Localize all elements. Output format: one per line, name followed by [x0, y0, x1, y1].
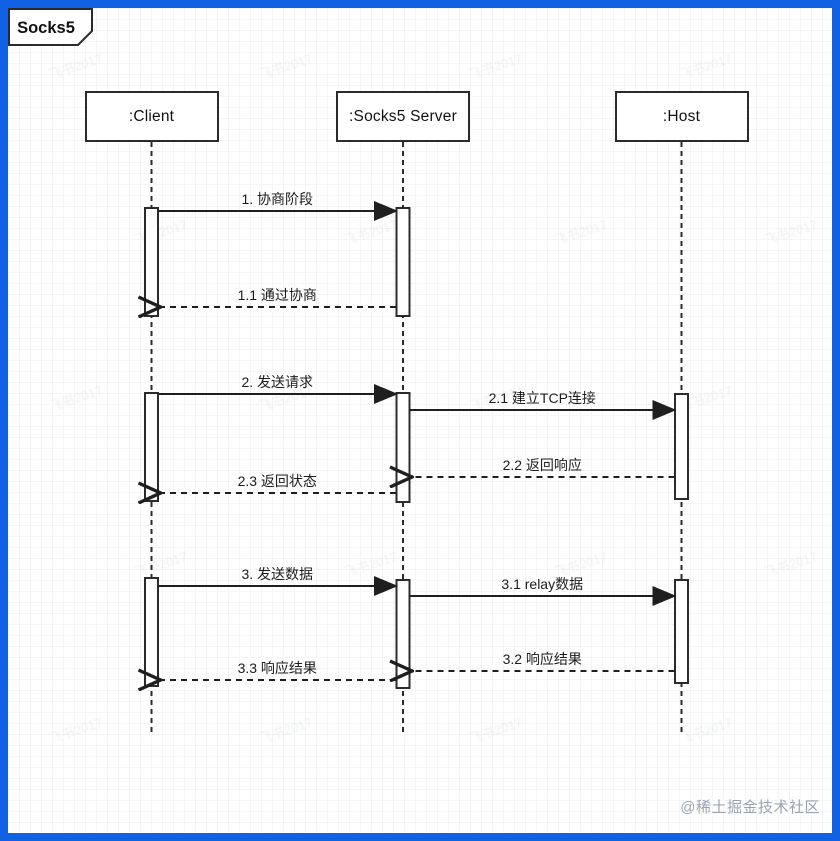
sequence-lines-layer [8, 142, 689, 735]
message-label: 2.1 建立TCP连接 [488, 390, 596, 406]
activation-bar-client [144, 577, 159, 687]
activation-bar-server [395, 392, 411, 503]
activation-bar-server [395, 207, 411, 317]
frame-title-tab-shape [8, 8, 93, 46]
actor-box-host: :Host [614, 91, 749, 142]
activation-bar-host [674, 393, 689, 500]
actor-box-client: :Client [84, 91, 219, 142]
attribution-watermark: @稀土掘金技术社区 [680, 799, 820, 816]
activation-bar-client [144, 392, 159, 502]
message-label: 3.1 relay数据 [501, 576, 584, 592]
message-label: 3. 发送数据 [241, 566, 314, 582]
frame-title: Socks5 [17, 19, 75, 37]
activation-bar-host [674, 579, 689, 684]
message-label: 2. 发送请求 [241, 374, 314, 390]
activation-bar-server [395, 579, 411, 689]
message-label: 2.2 返回响应 [502, 457, 582, 473]
frame-title-tab: Socks5 [8, 8, 93, 46]
activation-bar-client [144, 207, 159, 317]
actor-box-server: :Socks5 Server [336, 91, 470, 142]
message-label: 1. 协商阶段 [241, 191, 314, 207]
message-label: 3.2 响应结果 [502, 651, 582, 667]
message-label: 2.3 返回状态 [237, 473, 317, 489]
message-label: 3.3 响应结果 [237, 660, 317, 676]
message-label: 1.1 通过协商 [237, 287, 317, 303]
